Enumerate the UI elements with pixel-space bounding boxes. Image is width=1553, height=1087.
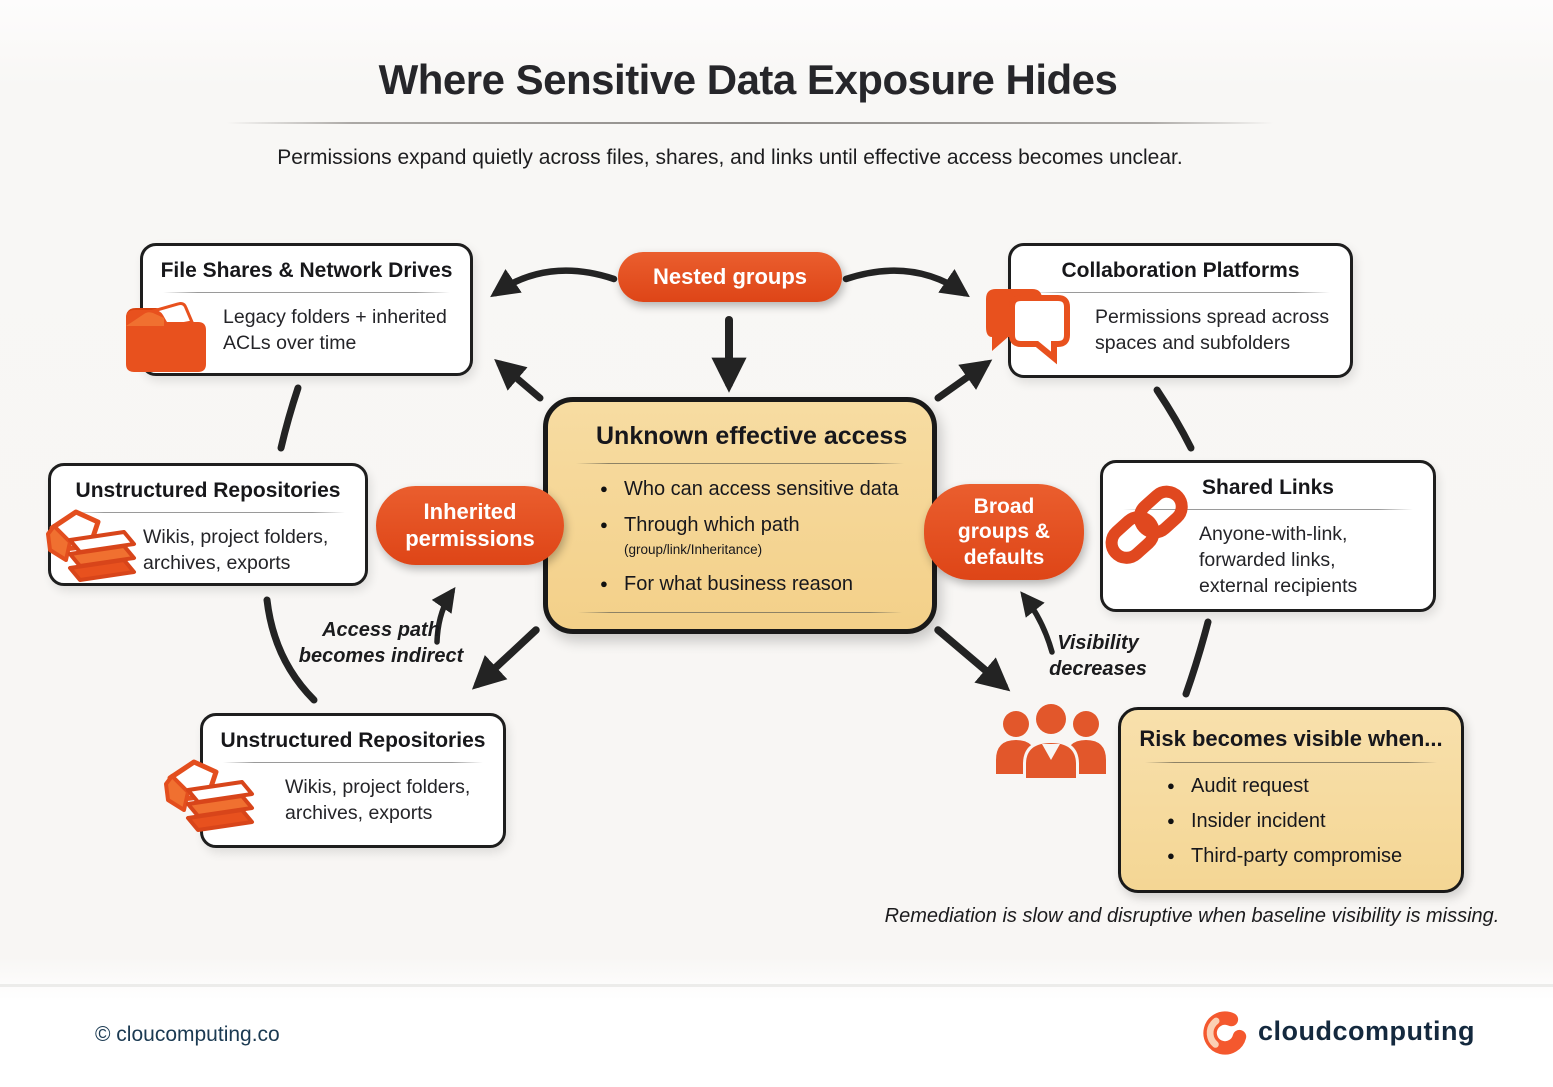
arrow-visibility-to-broad-pill xyxy=(1020,591,1055,655)
remediation-note: Remediation is slow and disruptive when … xyxy=(884,905,1500,927)
bullet-item: Audit request xyxy=(1167,775,1447,798)
connector-fileshares-repositories xyxy=(277,384,302,452)
bullet-list: Who can access sensitive data Through wh… xyxy=(548,478,932,596)
annotation-access-path: Access path becomes indirect xyxy=(298,619,464,668)
node-title-divider xyxy=(163,292,450,293)
bullet-item: Insider incident xyxy=(1167,810,1447,833)
pill-nested-groups: Nested groups xyxy=(618,252,842,302)
node-title: File Shares & Network Drives xyxy=(160,259,453,282)
node-title: Unstructured Repositories xyxy=(75,479,341,502)
bullet-item: Third-party compromise xyxy=(1167,845,1447,868)
bullet-item: Who can access sensitive data xyxy=(600,478,914,501)
brand-c-icon xyxy=(1200,1008,1250,1058)
node-body: Anyone-with-link, forwarded links, exter… xyxy=(1199,523,1358,598)
chain-link-icon xyxy=(1096,478,1196,570)
bullet-text: Audit request xyxy=(1191,775,1309,797)
node-body: Legacy folders + inherited ACLs over tim… xyxy=(223,306,447,355)
arrow-nested-to-collaboration xyxy=(842,267,970,298)
node-bottom-divider xyxy=(578,612,902,613)
node-title-divider xyxy=(1145,762,1437,763)
annotation-visibility: Visibility decreases xyxy=(1049,632,1147,681)
connector-collaboration-sharedlinks xyxy=(1153,386,1195,452)
people-group-icon xyxy=(992,702,1110,782)
bullet-text: For what business reason xyxy=(624,573,854,595)
brand-name: cloudcomputing xyxy=(1258,1016,1475,1046)
node-title-divider xyxy=(71,512,345,513)
arrow-center-to-people xyxy=(934,626,1011,692)
stacked-files-icon xyxy=(40,498,140,590)
pill-broad-groups-defaults: Broad groups & defaults xyxy=(924,484,1084,580)
node-title-divider xyxy=(223,762,483,763)
bullet-text: Who can access sensitive data xyxy=(624,478,899,500)
arrow-nested-to-fileshares xyxy=(490,267,618,298)
chat-bubbles-icon xyxy=(978,281,1074,371)
node-title-divider xyxy=(1031,292,1330,293)
connector-sharedlinks-risk xyxy=(1182,618,1212,698)
bullet-item: Through which path (group/link/Inheritan… xyxy=(600,514,914,560)
folder-icon xyxy=(116,292,216,380)
node-body: Wikis, project folders, archives, export… xyxy=(285,776,471,825)
node-title-divider xyxy=(576,463,904,464)
bullet-detail: (group/link/Inheritance) xyxy=(624,542,763,557)
arrow-accesspath-to-inherited-pill xyxy=(431,587,456,645)
node-body: Permissions spread across spaces and sub… xyxy=(1095,306,1330,355)
node-title-divider xyxy=(1123,509,1413,510)
node-title: Unknown effective access xyxy=(596,422,908,450)
node-risk-visible: Risk becomes visible when... Audit reque… xyxy=(1118,707,1464,893)
pill-inherited-permissions: Inherited permissions xyxy=(376,486,564,565)
copyright-text: © cloucomputing.co xyxy=(95,1023,280,1046)
pill-label: Inherited permissions xyxy=(405,498,535,551)
footer-divider xyxy=(0,984,1553,987)
node-title: Shared Links xyxy=(1202,476,1334,499)
pill-label: Broad groups & defaults xyxy=(957,494,1051,569)
bullet-text: Third-party compromise xyxy=(1191,845,1403,867)
node-title: Risk becomes visible when... xyxy=(1139,726,1443,751)
arrow-center-to-fileshares xyxy=(494,359,544,402)
bullet-list: Audit request Insider incident Third-par… xyxy=(1121,775,1461,868)
bullet-item: For what business reason xyxy=(600,573,914,596)
node-body: Wikis, project folders, archives, export… xyxy=(143,526,329,575)
connector-repositories-arc xyxy=(263,596,318,704)
node-unknown-effective-access: Unknown effective access Who can access … xyxy=(543,397,937,634)
bullet-text: Insider incident xyxy=(1191,810,1326,832)
arrow-center-to-bottom-repositories xyxy=(471,626,540,690)
page-title: Where Sensitive Data Exposure Hides xyxy=(378,56,1118,103)
arrow-center-to-collaboration xyxy=(934,359,993,402)
stacked-files-icon xyxy=(158,748,258,840)
node-title: Collaboration Platforms xyxy=(1061,259,1300,282)
node-unstructured-repositories-bottom: Unstructured Repositories Wikis, project… xyxy=(200,713,506,848)
title-divider xyxy=(227,122,1273,124)
node-title: Unstructured Repositories xyxy=(220,729,486,752)
bullet-text: Through which path xyxy=(624,514,800,536)
pill-label: Nested groups xyxy=(652,263,808,289)
page-subtitle: Permissions expand quietly across files,… xyxy=(277,146,1183,169)
